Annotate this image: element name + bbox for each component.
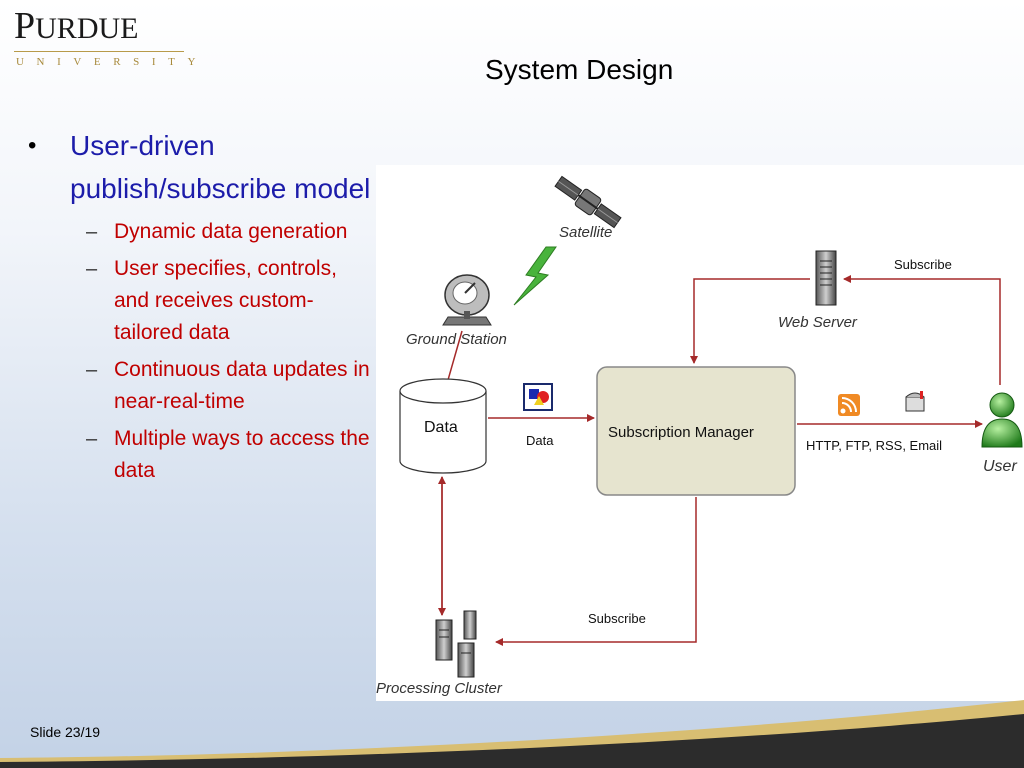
manager-to-cluster-arrow: [495, 497, 697, 646]
user-label: User: [983, 458, 1017, 475]
user-to-webserver-arrow: [843, 275, 1001, 385]
dash-icon: –: [86, 221, 98, 243]
sub-bullet-item: –User specifies, controls, and receives …: [28, 253, 373, 349]
data-store-cylinder: [399, 378, 487, 474]
logo-wordmark: PURDUE: [14, 6, 189, 49]
subscribe-bottom-label: Subscribe: [588, 611, 646, 626]
logo-initial: P: [14, 5, 36, 47]
sub-bullet-item: –Dynamic data generation: [28, 216, 373, 248]
subscription-manager-label: Subscription Manager: [608, 424, 754, 441]
data-file-icon: [523, 383, 553, 411]
dash-icon: –: [86, 428, 98, 450]
purdue-logo: PURDUE UNIVERSITY: [14, 6, 195, 68]
sub-bullet-text: Continuous data updates in near-real-tim…: [114, 358, 370, 413]
slide-number: Slide 23/19: [30, 724, 101, 740]
sub-bullet-text: Dynamic data generation: [114, 220, 348, 243]
satellite-icon: [554, 175, 622, 229]
logo-rule: [14, 51, 184, 52]
sub-bullet-text: User specifies, controls, and receives c…: [114, 257, 337, 344]
data-flow-label: Data: [526, 433, 554, 448]
footer-wave: [0, 700, 1024, 768]
web-server-label: Web Server: [778, 314, 858, 331]
slide-title: System Design: [485, 54, 674, 85]
ground-station-label: Ground Station: [406, 331, 507, 348]
bullet-dot-icon: •: [28, 132, 37, 159]
wireless-signal-icon: [513, 246, 557, 306]
logo-name-rest: URDUE: [35, 12, 139, 45]
main-bullet-text: User-driven publish/subscribe model: [70, 130, 371, 204]
sub-bullet-text: Multiple ways to access the data: [114, 427, 370, 482]
rss-icon: [838, 394, 860, 416]
sub-bullet-list: –Dynamic data generation –User specifies…: [28, 216, 373, 487]
web-server-icon: [815, 250, 837, 306]
ground-station-icon: [442, 274, 492, 326]
data-store-label: Data: [424, 419, 458, 436]
diagram-svg: Satellite Ground Station Data Data: [376, 175, 1023, 697]
webserver-to-manager-arrow: [690, 278, 810, 364]
main-bullet: • User-driven publish/subscribe model: [28, 124, 373, 210]
sub-bullet-item: –Continuous data updates in near-real-ti…: [28, 354, 373, 418]
dash-icon: –: [86, 258, 98, 280]
logo-subtitle: UNIVERSITY: [16, 56, 208, 68]
bullet-list: • User-driven publish/subscribe model –D…: [28, 124, 373, 492]
processing-cluster-label: Processing Cluster: [376, 680, 503, 697]
dash-icon: –: [86, 359, 98, 381]
subscribe-top-label: Subscribe: [894, 257, 952, 272]
protocols-label: HTTP, FTP, RSS, Email: [806, 438, 942, 453]
subscription-manager-box: [596, 366, 796, 496]
processing-cluster-icon: [435, 610, 477, 678]
satellite-label: Satellite: [559, 224, 612, 241]
sub-bullet-item: –Multiple ways to access the data: [28, 423, 373, 487]
user-icon: [981, 392, 1023, 448]
mailbox-icon: [905, 391, 925, 412]
system-diagram: Satellite Ground Station Data Data: [376, 165, 1024, 701]
ground-to-data-arrow: [444, 330, 463, 388]
